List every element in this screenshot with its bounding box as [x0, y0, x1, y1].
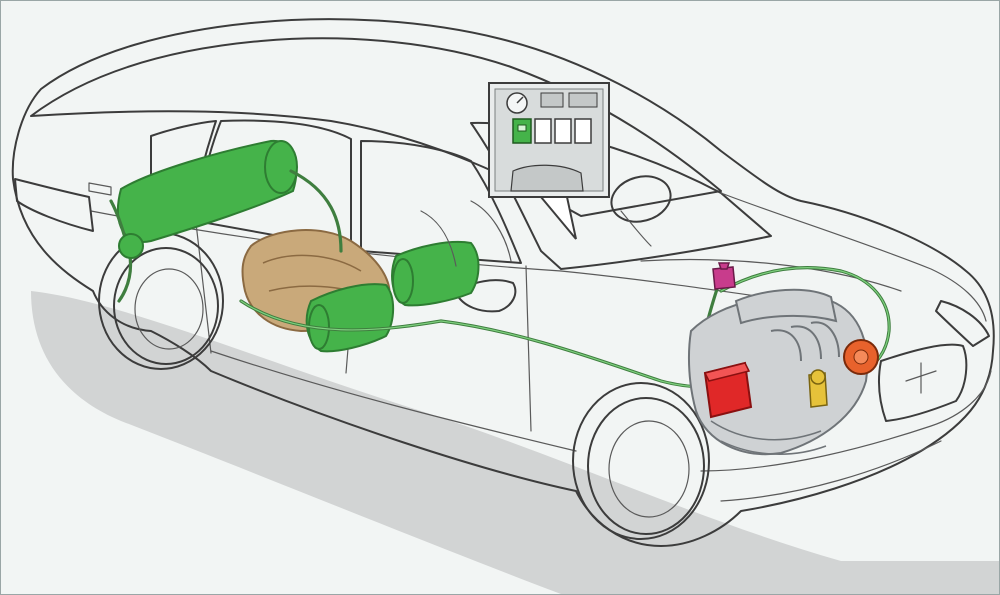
car-body [11, 18, 995, 547]
rear-filler-valve [109, 199, 144, 303]
grille-emblem [905, 362, 937, 394]
switch-indicator-led [517, 124, 527, 132]
inset-pointer [538, 196, 577, 240]
tail-light [14, 178, 94, 232]
pressure-sensor [712, 262, 736, 290]
switch-blank-3 [574, 118, 592, 144]
ecu-box-top [703, 362, 751, 382]
inset-vent-right [568, 92, 598, 108]
rear-tire [113, 247, 219, 365]
ground-shadow [31, 291, 999, 594]
inset-vent [540, 92, 564, 108]
front-door-window [360, 140, 522, 264]
inset-console [510, 164, 584, 192]
front-rim [608, 420, 690, 518]
door-seam-a-pillar [525, 265, 532, 432]
car-roof [30, 37, 722, 217]
engine-head [734, 288, 838, 325]
lpg-tank-side-2 [391, 240, 480, 307]
vaporizer [843, 339, 879, 375]
door-seam-rear [195, 222, 212, 354]
sill-line [210, 350, 577, 452]
front-wheel-arch [572, 382, 710, 540]
lpg-tank-rear [116, 139, 298, 243]
rear-rim [134, 268, 204, 350]
lpg-tank-side-1 [305, 283, 395, 353]
switch-blank-1 [534, 118, 552, 144]
pressure-sensor-tip [717, 262, 731, 270]
bumper-lower [720, 440, 942, 502]
seat-outline [420, 200, 512, 267]
filler-valve-body [118, 233, 144, 259]
injector-cap [810, 369, 826, 385]
front-wheel [572, 382, 710, 540]
hood-edge [720, 192, 987, 322]
side-mirror [455, 279, 517, 313]
gas-line-upper-highlight [720, 267, 890, 374]
instrument-gauge-icon [506, 92, 528, 114]
vaporizer-center [853, 349, 869, 365]
gas-line-main-highlight [240, 300, 742, 388]
headlight [935, 300, 990, 347]
pressure-sensor-body [712, 266, 736, 290]
injector-valve [808, 369, 828, 408]
engine-block [687, 288, 869, 456]
beltline [90, 210, 792, 302]
switch-blank-2 [554, 118, 572, 144]
steering-wheel [610, 175, 672, 223]
front-grille [877, 343, 968, 422]
lpg-tank-side-2-cap [392, 258, 414, 304]
trunk-handle [88, 182, 112, 196]
lpg-tank-rear-cap [264, 140, 298, 194]
engine-lower [710, 420, 827, 455]
front-bumper [700, 370, 992, 472]
rear-door-window [195, 119, 352, 250]
hood-center-line [640, 258, 902, 292]
front-tire [587, 397, 705, 535]
steering-column [620, 210, 652, 247]
intake-runners [770, 321, 840, 362]
dashboard-inset [488, 82, 610, 240]
